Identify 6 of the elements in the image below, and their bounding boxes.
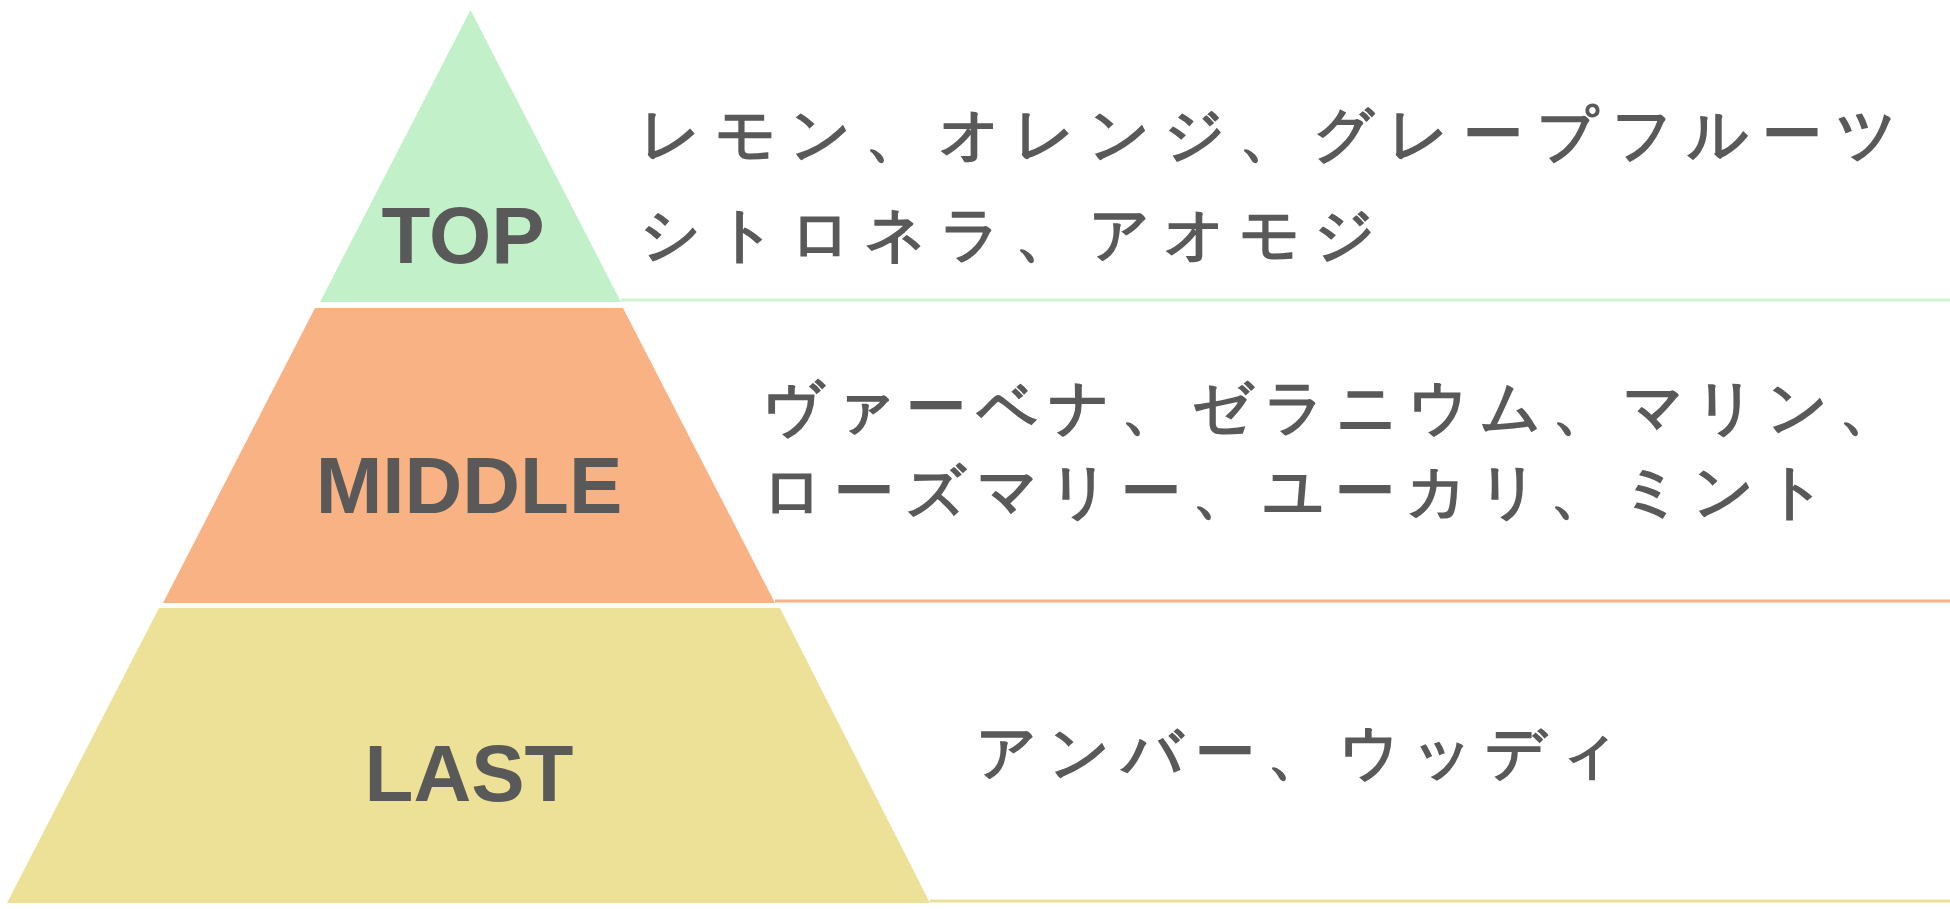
ingredient-list: アンバー、ウッディ: [976, 710, 1876, 794]
tier-label: LAST: [364, 734, 574, 814]
ingredient-list: レモン、オレンジ、グレープフルーツシトロネラ、アオモジ: [640, 84, 1950, 284]
tier-label: MIDDLE: [315, 446, 623, 526]
tier-label: TOP: [381, 196, 545, 276]
ingredient-list: ヴァーベナ、ゼラニウム、マリン、ローズマリー、ユーカリ、ミント: [762, 365, 1932, 533]
